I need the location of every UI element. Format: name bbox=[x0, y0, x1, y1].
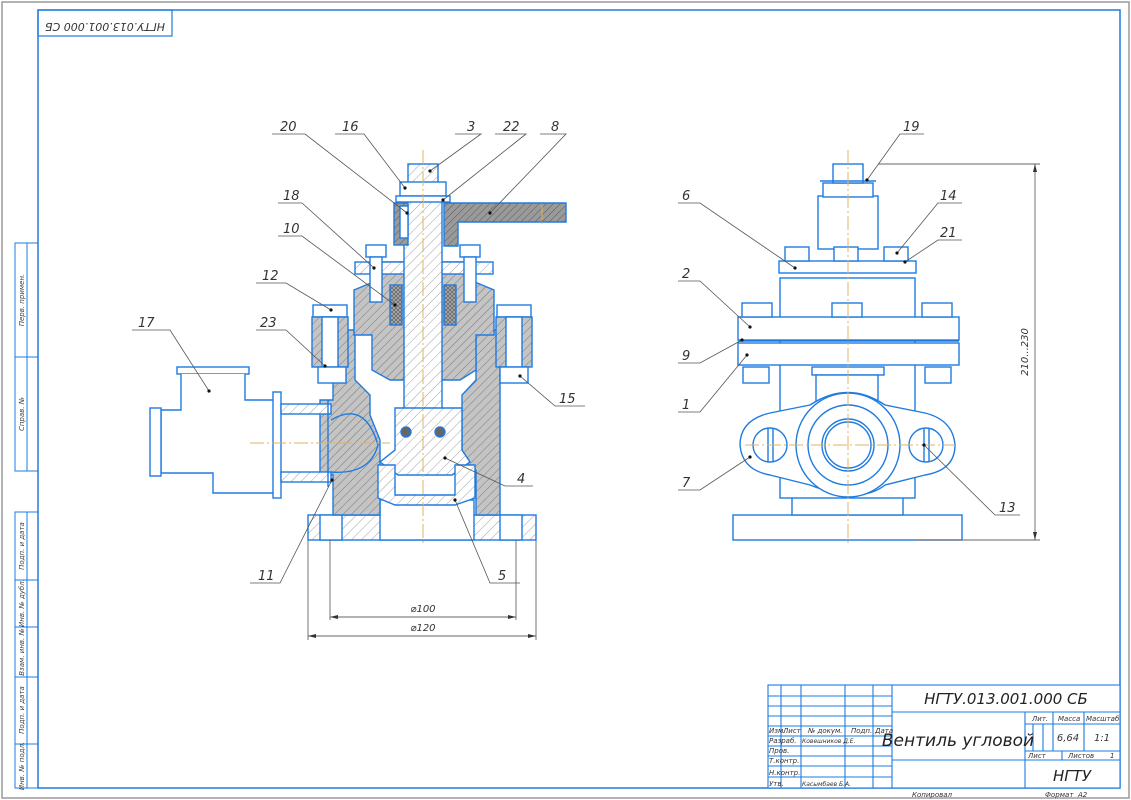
format-value: A2 bbox=[1077, 791, 1088, 799]
format-label: Формат bbox=[1045, 791, 1074, 799]
side-label: Перв. примен. bbox=[18, 274, 26, 327]
leaders-front bbox=[132, 133, 585, 584]
side-strip bbox=[14, 242, 39, 789]
side-label: Инв. № дубл. bbox=[18, 579, 26, 627]
role-label: Утв. bbox=[769, 780, 784, 788]
side-label: Взам. инв. № bbox=[18, 628, 26, 676]
side-label: Инв. № подл. bbox=[18, 742, 26, 790]
sheet-label: Лист bbox=[1027, 752, 1047, 760]
col-header: Лист bbox=[782, 727, 802, 735]
callout-6: 6 bbox=[682, 189, 690, 204]
dim-dia-100: ⌀100 bbox=[410, 604, 435, 615]
callout-16: 16 bbox=[342, 120, 359, 135]
flange-bolt-right bbox=[495, 304, 533, 384]
top-stamp: НГТУ.013.001.000 СБ bbox=[37, 9, 173, 37]
callout-3: 3 bbox=[467, 120, 475, 135]
handle bbox=[443, 202, 567, 247]
callout-10: 10 bbox=[283, 222, 300, 237]
title-block bbox=[767, 684, 1121, 789]
callout-23: 23 bbox=[260, 316, 277, 331]
callout-19: 19 bbox=[903, 120, 920, 135]
callout-2: 2 bbox=[682, 267, 690, 282]
callout-4: 4 bbox=[517, 472, 525, 487]
sheets-label: Листов bbox=[1067, 752, 1094, 760]
leader-dots-front bbox=[207, 169, 522, 502]
title-organization: НГТУ bbox=[1053, 767, 1092, 785]
role-label: Пров. bbox=[769, 747, 789, 755]
sheets-value: 1 bbox=[1110, 752, 1114, 760]
side-label: Подп. и дата bbox=[18, 522, 26, 570]
callout-8: 8 bbox=[551, 120, 559, 135]
dimension-lines bbox=[307, 163, 1040, 640]
valve-seat bbox=[377, 464, 476, 506]
callout-20: 20 bbox=[280, 120, 297, 135]
callout-17: 17 bbox=[138, 316, 155, 331]
role-label: Н.контр. bbox=[769, 769, 800, 777]
col-header: Изм. bbox=[769, 727, 785, 735]
copied-label: Копировал bbox=[912, 791, 953, 799]
callout-5: 5 bbox=[498, 569, 506, 584]
dimension-arrows bbox=[308, 164, 1037, 638]
centerlines-front bbox=[250, 150, 543, 545]
scale-value: 1:1 bbox=[1094, 733, 1110, 744]
callout-21: 21 bbox=[940, 226, 957, 241]
callout-18: 18 bbox=[283, 189, 300, 204]
mass-value: 6,64 bbox=[1057, 733, 1079, 744]
scale-label: Масштаб bbox=[1086, 715, 1120, 723]
person-name: Касымбаев Б.А. bbox=[802, 781, 851, 788]
person-name: Ковешников Д.Е. bbox=[802, 738, 856, 745]
callout-12: 12 bbox=[262, 269, 279, 284]
body-right-wall bbox=[461, 329, 501, 516]
leaders-side bbox=[678, 133, 1020, 516]
top-stamp-text: НГТУ.013.001.000 СБ bbox=[45, 20, 165, 33]
title-designation: НГТУ.013.001.000 СБ bbox=[924, 690, 1088, 708]
callout-22: 22 bbox=[503, 120, 520, 135]
role-label: Разраб. bbox=[769, 737, 797, 745]
dim-height: 210...230 bbox=[1020, 328, 1031, 376]
callout-11: 11 bbox=[258, 569, 275, 584]
callout-1: 1 bbox=[682, 398, 690, 413]
packing-right bbox=[443, 284, 457, 326]
role-label: Т.контр. bbox=[769, 757, 799, 765]
callout-14: 14 bbox=[940, 189, 957, 204]
side-label: Справ. № bbox=[18, 397, 26, 431]
title-name: Вентиль угловой bbox=[882, 731, 1034, 751]
mass-label: Масса bbox=[1058, 715, 1080, 723]
callout-9: 9 bbox=[682, 349, 690, 364]
dim-dia-120: ⌀120 bbox=[410, 623, 435, 634]
col-header: Подп. bbox=[851, 727, 872, 735]
callout-7: 7 bbox=[682, 476, 691, 491]
centerlines-side bbox=[745, 150, 955, 545]
side-label: Подп. и дата bbox=[18, 686, 26, 734]
inlet-fitting bbox=[149, 366, 332, 499]
flange-bolt-left bbox=[311, 304, 349, 384]
col-header: № докум. bbox=[807, 727, 843, 735]
front-section-view bbox=[149, 163, 567, 541]
leader-dots-side bbox=[740, 178, 926, 459]
lit-label: Лит. bbox=[1031, 715, 1048, 723]
col-header: Дата bbox=[874, 727, 893, 735]
valve-disc bbox=[378, 407, 471, 476]
callout-15: 15 bbox=[559, 392, 576, 407]
callout-13: 13 bbox=[999, 501, 1016, 516]
